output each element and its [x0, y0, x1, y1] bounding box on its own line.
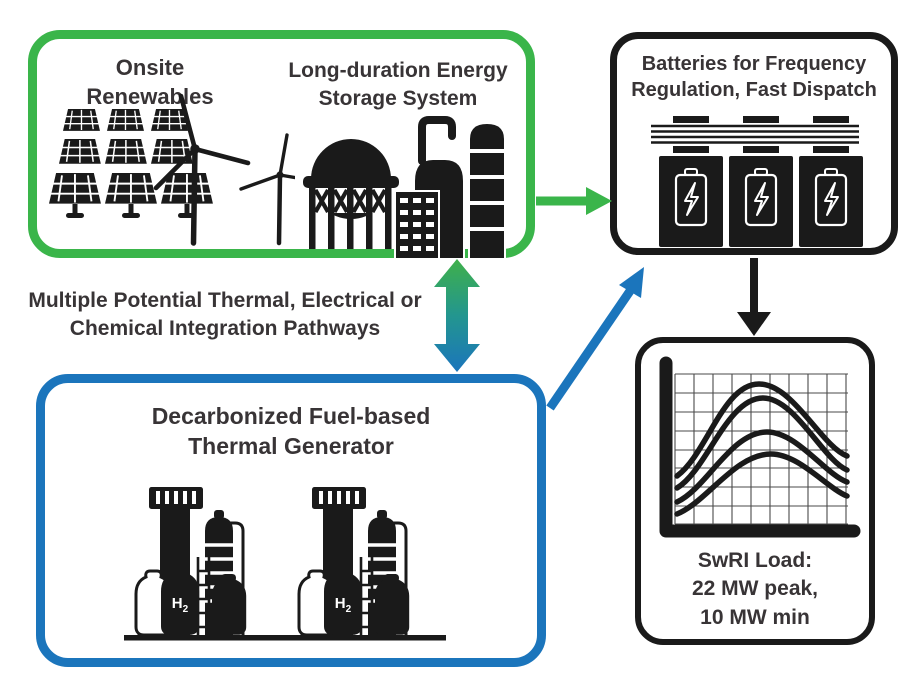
battery-bank-icon	[651, 116, 863, 247]
plant-building-icon	[394, 190, 440, 260]
chart-axes	[659, 356, 861, 538]
bidirectional-gradient-arrow	[434, 259, 480, 372]
generator-unit-icon	[136, 487, 246, 635]
load-caption-line1: SwRI Load:	[697, 549, 813, 572]
storage-title-line2: Storage System	[318, 86, 478, 110]
batteries-title: Batteries for Frequency Regulation, Fast…	[617, 51, 891, 104]
green-arrow	[536, 187, 612, 215]
onsite-title-line1: Onsite	[115, 55, 185, 80]
thermal-generator-box: Decarbonized Fuel-based Thermal Generato…	[36, 374, 546, 667]
renewables-storage-box: Onsite Renewables Long-duration Energy S…	[28, 30, 535, 260]
load-caption-line2: 22 MW peak,	[691, 577, 819, 601]
load-caption: SwRI Load: 22 MW peak, 10 MW min	[641, 547, 869, 632]
blue-arrow	[546, 267, 644, 411]
thermal-title-line2: Thermal Generator	[188, 433, 394, 460]
battery-modules-icon	[659, 156, 863, 247]
storage-system-title: Long-duration Energy Storage System	[265, 57, 531, 112]
onsite-renewables-title: Onsite Renewables	[55, 53, 245, 111]
storage-plant-icon	[303, 116, 506, 260]
load-curves	[674, 381, 850, 517]
pathways-line2: Chemical Integration Pathways	[69, 316, 381, 340]
batteries-title-line1: Batteries for Frequency	[641, 53, 867, 75]
storage-title-line1: Long-duration Energy	[288, 59, 508, 82]
busbar-icon	[651, 116, 859, 153]
generator-unit-icon	[299, 487, 409, 635]
ground-line	[124, 635, 446, 641]
thermal-generator-title: Decarbonized Fuel-based Thermal Generato…	[45, 401, 537, 462]
black-arrow	[737, 258, 771, 336]
batteries-box: Batteries for Frequency Regulation, Fast…	[610, 32, 898, 255]
thermal-plant-icon: H2	[124, 475, 446, 641]
thermal-title-line1: Decarbonized Fuel-based	[151, 403, 431, 429]
batteries-title-line2: Regulation, Fast Dispatch	[631, 79, 877, 102]
onsite-title-line2: Renewables	[86, 84, 214, 110]
load-curve-icon	[659, 356, 861, 538]
wind-turbines-icon	[153, 93, 295, 246]
pathways-line1: Multiple Potential Thermal, Electrical o…	[28, 289, 422, 312]
solar-wind-icon	[48, 93, 295, 246]
load-profile-box: SwRI Load: 22 MW peak, 10 MW min	[635, 337, 875, 645]
load-caption-line3: 10 MW min	[700, 605, 810, 629]
integration-pathways-label: Multiple Potential Thermal, Electrical o…	[15, 287, 435, 342]
sphere-tank-icon	[303, 139, 399, 249]
